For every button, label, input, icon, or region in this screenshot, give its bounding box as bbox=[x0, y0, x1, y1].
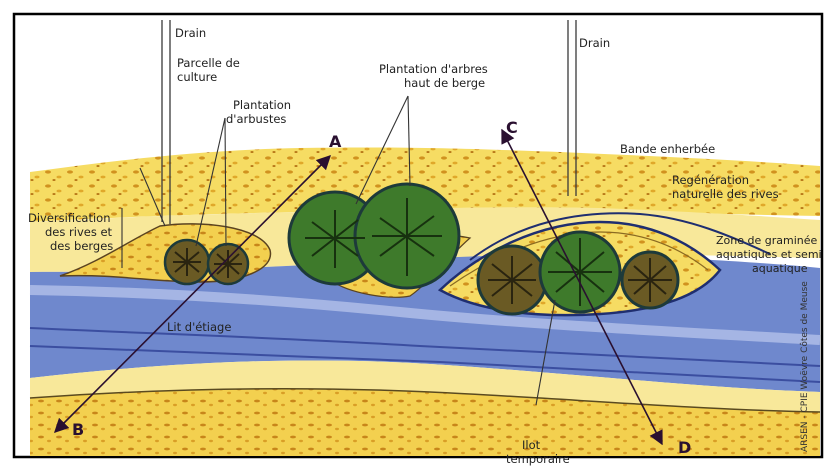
aquatic-grass-zone-label-line1: Zone de graminée bbox=[716, 234, 817, 248]
parcelle-label-line2: culture bbox=[177, 70, 217, 84]
natural-regeneration-label-line1: Regénération bbox=[672, 173, 749, 187]
section-letter-d: D bbox=[678, 438, 691, 457]
tree-group-middle bbox=[289, 184, 459, 288]
grass-strip-label: Bande enherbée bbox=[620, 142, 715, 156]
parcelle-label-line1: Parcelle de bbox=[177, 56, 240, 70]
section-letter-b: B bbox=[72, 420, 84, 439]
diversification-label-line1: Diversification bbox=[28, 211, 111, 225]
shrub-planting-label-line1: Plantation bbox=[233, 98, 291, 112]
aquatic-grass-zone-label-line2: aquatiques et semi bbox=[716, 248, 822, 262]
natural-regeneration-label-line2: naturelle des rives bbox=[672, 187, 779, 201]
section-letter-a: A bbox=[329, 132, 341, 151]
drain-left-label: Drain bbox=[175, 26, 206, 40]
diversification-label-line3: des berges bbox=[50, 239, 113, 253]
low-water-bed-label: Lit d'étiage bbox=[167, 320, 231, 334]
temporary-island-label-line1: Ilot bbox=[522, 438, 540, 452]
aquatic-grass-zone-label-line3: aquatique bbox=[752, 262, 808, 276]
tree-planting-label-line2: haut de berge bbox=[404, 76, 485, 90]
section-letter-c: C bbox=[506, 118, 518, 137]
tree-planting-label-line1: Plantation d'arbres bbox=[379, 62, 488, 76]
drain-right-label: Drain bbox=[579, 36, 610, 50]
diversification-label-line2: des rives et bbox=[45, 225, 112, 239]
temporary-island-label-line2: temporaire bbox=[506, 452, 570, 466]
shrub-planting-label-line2: d'arbustes bbox=[226, 112, 286, 126]
credit-text: ARSEN - CPIE Woëvre Côtes de Meuse bbox=[800, 281, 810, 452]
